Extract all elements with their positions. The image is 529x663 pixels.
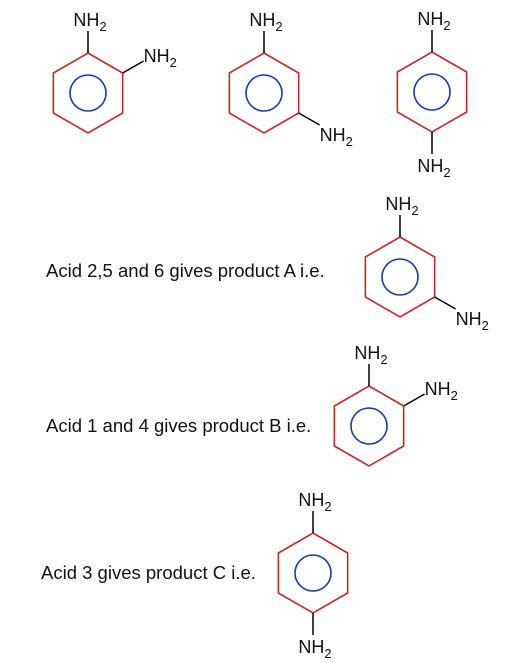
amino-group-label: NH2 [320,125,353,149]
c-n-bond [122,60,145,74]
aromatic-circle [69,74,107,112]
benzene-ring [396,51,468,133]
benzene-ring [364,236,436,318]
amino-group-label: NH2 [249,10,282,34]
benzene-ring [228,52,300,134]
amino-group-label: NH2 [298,637,331,661]
aromatic-circle [413,73,451,111]
c-n-bond [298,112,321,126]
amino-group-label: NH2 [456,309,489,333]
amino-group-label: NH2 [417,9,450,33]
amino-group-label: NH2 [417,156,450,180]
aromatic-circle [350,407,388,445]
aromatic-circle [381,258,419,296]
aromatic-circle [245,74,283,112]
amino-group-label: NH2 [73,10,106,34]
caption-product-b: Acid 1 and 4 gives product B i.e. [46,415,312,436]
caption-product-a: Acid 2,5 and 6 gives product A i.e. [46,260,325,281]
amino-group-label: NH2 [385,194,418,218]
amino-group-label: NH2 [354,343,387,367]
c-n-bond [434,296,457,310]
caption-product-c: Acid 3 gives product C i.e. [41,562,256,583]
amino-group-label: NH2 [425,379,458,403]
benzene-ring [277,532,349,614]
amino-group-label: NH2 [144,46,177,70]
aromatic-circle [294,554,332,592]
c-n-bond [403,393,426,407]
amino-group-label: NH2 [298,490,331,514]
benzene-ring [333,385,405,467]
benzene-ring [52,52,124,134]
